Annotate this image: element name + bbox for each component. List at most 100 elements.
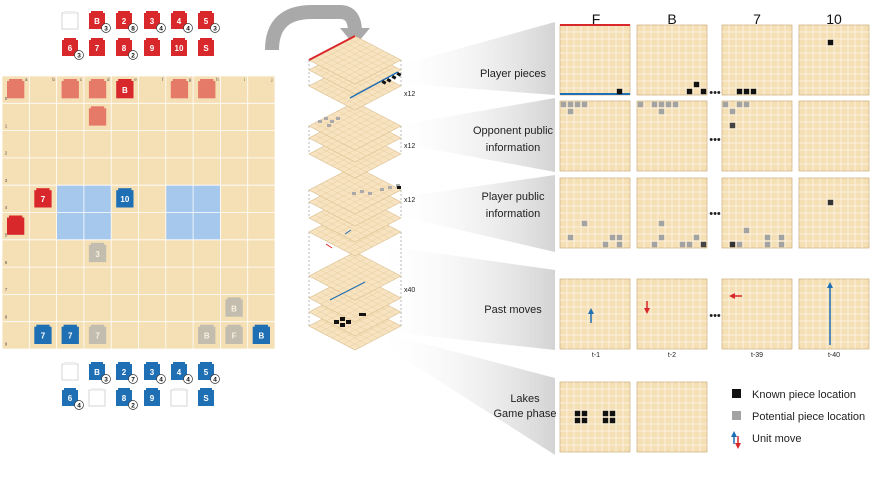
plane-grid — [331, 263, 379, 289]
piece-top — [118, 362, 130, 365]
board-row-label: 8 — [5, 314, 8, 319]
lake-cell — [193, 185, 221, 213]
legend-known-swatch — [732, 389, 741, 398]
empty-slot-top — [173, 388, 185, 391]
plane-grid — [343, 305, 390, 331]
potential-square — [616, 234, 623, 241]
lake-cell — [165, 212, 194, 240]
plane-grid — [349, 134, 396, 160]
red-reserve-piece: 7 — [89, 38, 105, 56]
piece-body — [62, 390, 78, 406]
piece-body — [116, 364, 132, 380]
piece-label: 8 — [122, 44, 127, 53]
board-piece-blue: 7 — [61, 324, 79, 344]
plane-grid — [349, 186, 396, 212]
board-piece-label: F — [232, 332, 237, 341]
feature-grids — [559, 24, 870, 453]
blue-reserve-piece: 64 — [62, 388, 84, 410]
potential-square — [729, 108, 736, 115]
piece-top — [118, 38, 130, 41]
board-piece-top — [118, 188, 132, 192]
board-piece-body — [198, 326, 216, 344]
piece-top — [118, 11, 130, 14]
feature-grid — [559, 177, 631, 249]
feature-grid — [721, 177, 793, 249]
board-piece-top — [172, 79, 187, 82]
count-badge — [156, 374, 166, 384]
column-header-B: B — [667, 11, 676, 27]
known-square — [700, 241, 707, 248]
empty-slot — [170, 389, 188, 407]
board-piece-red: 7 — [34, 188, 52, 208]
row-label-player-public-2: information — [486, 208, 540, 220]
piece-top — [200, 362, 212, 365]
piece-body — [171, 40, 187, 56]
board-piece-label: 10 — [120, 195, 129, 204]
funnel-3 — [382, 175, 555, 252]
piece-label: 4 — [177, 17, 182, 26]
count-badge-text: 4 — [77, 402, 81, 409]
board-piece-blue: 10 — [116, 188, 134, 208]
stack-plane — [308, 251, 402, 301]
piece-label: 6 — [68, 394, 73, 403]
plane-grid — [331, 177, 379, 203]
plane-grid — [343, 147, 390, 173]
feature-grid — [636, 100, 708, 172]
potential-square — [736, 101, 743, 108]
stack-lake-marker — [340, 317, 345, 321]
piece-label: 5 — [204, 368, 209, 377]
potential-square — [581, 220, 588, 227]
board-piece-top — [254, 324, 268, 328]
red-reserve-piece: 34 — [144, 11, 166, 33]
row-label-opponent-public-1: Opponent public — [473, 125, 554, 137]
plane-grid — [337, 288, 384, 314]
stack-move-blue — [344, 229, 352, 235]
board-piece-body — [116, 190, 134, 208]
board-piece-label: B — [122, 86, 128, 95]
piece-top — [173, 11, 185, 14]
piece-body — [116, 13, 132, 29]
feature-grid — [721, 24, 793, 96]
board-row-label: 2 — [5, 151, 8, 156]
empty-slot-top — [91, 388, 103, 391]
count-badge-text: 4 — [159, 25, 163, 32]
board-piece-blue: 7 — [34, 324, 52, 344]
row-label-opponent-public-2: information — [486, 142, 540, 154]
count-badge — [210, 374, 220, 384]
piece-top — [91, 38, 103, 41]
count-badge — [128, 23, 138, 33]
piece-top — [146, 11, 158, 14]
potential-square — [658, 234, 665, 241]
known-square — [729, 122, 736, 129]
lake-cell — [56, 212, 84, 240]
count-badge-text: 8 — [131, 25, 135, 32]
potential-square — [693, 234, 700, 241]
piece-body — [144, 13, 160, 29]
count-badge — [183, 374, 193, 384]
lake-square — [609, 410, 616, 417]
plane-grid — [349, 294, 396, 320]
stack-blue-line — [349, 71, 399, 99]
count-badge — [210, 23, 220, 33]
stack-lake-marker — [334, 320, 339, 324]
board-piece-gray: 3 — [88, 242, 107, 263]
piece-label: 4 — [177, 368, 182, 377]
board-piece-gray: B — [225, 297, 243, 317]
plane-grid — [337, 110, 384, 136]
piece-label: 2 — [122, 368, 127, 377]
plane-grid — [349, 66, 396, 92]
piece-label: 9 — [150, 394, 155, 403]
blue-reserve-piece — [88, 388, 106, 407]
time-label-t40: t-40 — [828, 352, 840, 359]
ellipsis-row-3: ••• — [709, 208, 721, 220]
blue-reserve-piece: 82 — [116, 388, 138, 410]
plane-grid — [349, 322, 396, 348]
plane-grid — [349, 198, 396, 224]
piece-top — [91, 362, 103, 365]
piece-body — [89, 13, 105, 29]
lake-cell — [83, 212, 112, 240]
board-col-label: e — [134, 77, 137, 82]
stack-multiplier: x12 — [404, 197, 415, 204]
